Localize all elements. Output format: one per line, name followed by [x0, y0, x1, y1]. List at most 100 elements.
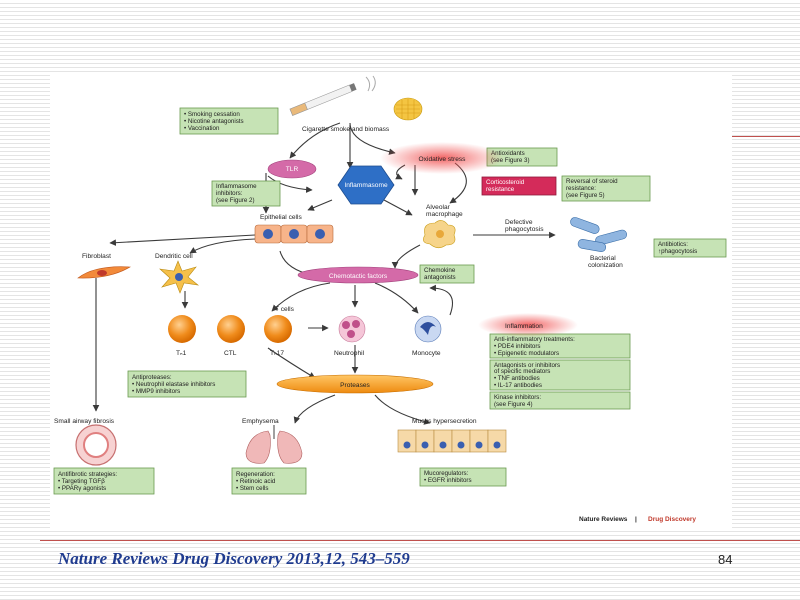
svg-text:Chemotactic factors: Chemotactic factors — [329, 273, 388, 280]
svg-text:Inflammasome: Inflammasome — [216, 183, 257, 190]
th1-cell: Tₙ1 — [168, 315, 196, 357]
svg-text:• Stem cells: • Stem cells — [236, 485, 268, 492]
svg-text:Proteases: Proteases — [340, 382, 370, 389]
page-number: 84 — [718, 552, 733, 567]
epithelial-label: Epithelial cells — [260, 214, 302, 221]
svg-text:Regeneration:: Regeneration: — [236, 471, 275, 478]
dendritic-cell-icon — [159, 260, 200, 294]
svg-text:(see Figure 2): (see Figure 2) — [216, 197, 255, 204]
svg-text:Tₙ1: Tₙ1 — [176, 350, 187, 357]
smoking-box: • Smoking cessation • Nicotine antagonis… — [179, 107, 279, 135]
svg-text:TLR: TLR — [286, 166, 299, 173]
mucus-label: Mucus hypersecretion — [412, 418, 477, 425]
antiproteases-box: Antiproteases: • Neutrophil elastase inh… — [127, 370, 247, 398]
svg-text:Tₙ17: Tₙ17 — [270, 350, 284, 357]
oxidative-stress-node: Oxidative stress — [380, 142, 504, 174]
defective-label-2: phagocytosis — [505, 226, 544, 233]
monocyte-icon: Monocyte — [412, 315, 442, 357]
svg-text:• Nicotine antagonists: • Nicotine antagonists — [184, 118, 244, 125]
chemokine-box: Chemokine antagonists — [419, 264, 475, 284]
th17-cell: Tₙ17 — [264, 315, 292, 357]
figure-credit: Nature Reviews | Drug Discovery — [579, 516, 696, 523]
defective-label-1: Defective — [505, 219, 533, 226]
svg-text:|: | — [635, 516, 637, 523]
svg-text:(see Figure 5): (see Figure 5) — [566, 192, 605, 199]
lungs-icon — [245, 425, 303, 464]
bacterial-label-1: Bacterial — [590, 255, 616, 262]
svg-text:CTL: CTL — [224, 350, 237, 357]
inflammasome-inhibitors-box: Inflammasome inhibitors: (see Figure 2) — [211, 180, 281, 207]
svg-text:• TNF antibodies: • TNF antibodies — [494, 375, 540, 382]
pathway-diagram: Cigarette smoke and biomass • Smoking ce… — [53, 75, 727, 523]
inflammasome-node: Inflammasome — [337, 165, 395, 205]
svg-text:antagonists: antagonists — [424, 274, 456, 281]
svg-text:inhibitors:: inhibitors: — [216, 190, 243, 197]
figure-panel: Cigarette smoke and biomass • Smoking ce… — [50, 73, 732, 528]
emphysema-label: Emphysema — [242, 418, 279, 425]
bacteria-icon — [570, 217, 628, 252]
chemotactic-node: Chemotactic factors — [297, 266, 419, 284]
tlr-node: TLR — [267, 159, 317, 179]
mucoregulators-box: Mucoregulators: • EGFR inhibitors — [419, 467, 507, 487]
svg-text:Nature Reviews: Nature Reviews — [579, 516, 628, 523]
airway-icon — [75, 424, 117, 466]
inflammation-node: Inflammation — [478, 313, 578, 337]
svg-text:Monocyte: Monocyte — [412, 350, 441, 357]
svg-text:resistance: resistance — [486, 186, 515, 193]
svg-text:• PDE4 inhibitors: • PDE4 inhibitors — [494, 343, 541, 350]
bacterial-label-2: colonization — [588, 262, 623, 269]
svg-text:Drug Discovery: Drug Discovery — [648, 516, 696, 523]
cigarette-icon — [289, 75, 376, 116]
svg-text:Corticosteroid: Corticosteroid — [486, 179, 525, 186]
corticosteroid-resistance-box: Corticosteroid resistance — [481, 176, 557, 196]
fibroblast-label: Fibroblast — [82, 253, 111, 260]
biomass-icon — [393, 97, 423, 121]
svg-text:Kinase inhibitors:: Kinase inhibitors: — [494, 394, 541, 401]
svg-text:• EGFR inhibitors: • EGFR inhibitors — [424, 477, 472, 484]
svg-text:Antioxidants: Antioxidants — [491, 150, 525, 157]
svg-text:Reversal of steroid: Reversal of steroid — [566, 178, 618, 185]
svg-text:Anti-inflammatory treatments:: Anti-inflammatory treatments: — [494, 336, 575, 343]
t-cells-label: T cells — [275, 306, 295, 313]
bottom-red-rule — [40, 540, 800, 541]
dendritic-label: Dendritic cell — [155, 253, 193, 260]
svg-text:Oxidative stress: Oxidative stress — [419, 156, 467, 163]
svg-text:• Neutrophil elastase inhibito: • Neutrophil elastase inhibitors — [132, 381, 215, 388]
arrows — [92, 122, 556, 425]
footer-citation: Nature Reviews Drug Discovery 2013,12, 5… — [58, 549, 410, 568]
small-airway-label: Small airway fibrosis — [54, 418, 115, 425]
alveolar-label-2: macrophage — [426, 211, 463, 218]
svg-text:↑phagocytosis: ↑phagocytosis — [658, 248, 697, 255]
svg-text:• Smoking cessation: • Smoking cessation — [184, 111, 240, 118]
svg-text:• PPARγ agonists: • PPARγ agonists — [58, 485, 106, 492]
svg-text:• MMP9 inhibitors: • MMP9 inhibitors — [132, 388, 180, 395]
antibiotics-box: Antibiotics: ↑phagocytosis — [653, 238, 727, 258]
svg-text:Chemokine: Chemokine — [424, 267, 456, 274]
svg-text:(see Figure 3): (see Figure 3) — [491, 157, 530, 164]
svg-text:resistance:: resistance: — [566, 185, 596, 192]
svg-text:• IL-17 antibodies: • IL-17 antibodies — [494, 382, 542, 389]
svg-text:• Vaccination: • Vaccination — [184, 125, 220, 132]
neutrophil-icon: Neutrophil — [334, 315, 366, 357]
proteases-node: Proteases — [276, 374, 434, 394]
antifibrotic-box: Antifibrotic strategies: • Targeting TGF… — [53, 467, 155, 495]
svg-text:• Epigenetic modulators: • Epigenetic modulators — [494, 350, 559, 357]
top-red-rule — [732, 136, 800, 137]
regeneration-box: Regeneration: • Retinoic acid • Stem cel… — [231, 467, 307, 495]
smoke-label: Cigarette smoke and biomass — [302, 126, 390, 133]
reversal-box: Reversal of steroid resistance: (see Fig… — [561, 175, 651, 202]
svg-text:Antiproteases:: Antiproteases: — [132, 374, 172, 381]
svg-text:Antibiotics:: Antibiotics: — [658, 241, 688, 248]
mucus-cells-icon — [397, 429, 507, 453]
fibroblast-icon — [77, 266, 131, 279]
svg-text:• Retinoic acid: • Retinoic acid — [236, 478, 276, 485]
macrophage-icon — [423, 220, 456, 249]
alveolar-label-1: Alveolar — [426, 204, 451, 211]
svg-text:Antagonists or inhibitors: Antagonists or inhibitors — [494, 362, 560, 369]
svg-text:Inflammation: Inflammation — [505, 323, 543, 330]
svg-text:(see Figure 4): (see Figure 4) — [494, 401, 533, 408]
svg-text:Mucoregulators:: Mucoregulators: — [424, 470, 469, 477]
anti-inflammatory-boxes: Anti-inflammatory treatments: • PDE4 inh… — [489, 333, 631, 410]
epithelial-cells-icon — [254, 224, 334, 244]
svg-text:Neutrophil: Neutrophil — [334, 350, 365, 357]
